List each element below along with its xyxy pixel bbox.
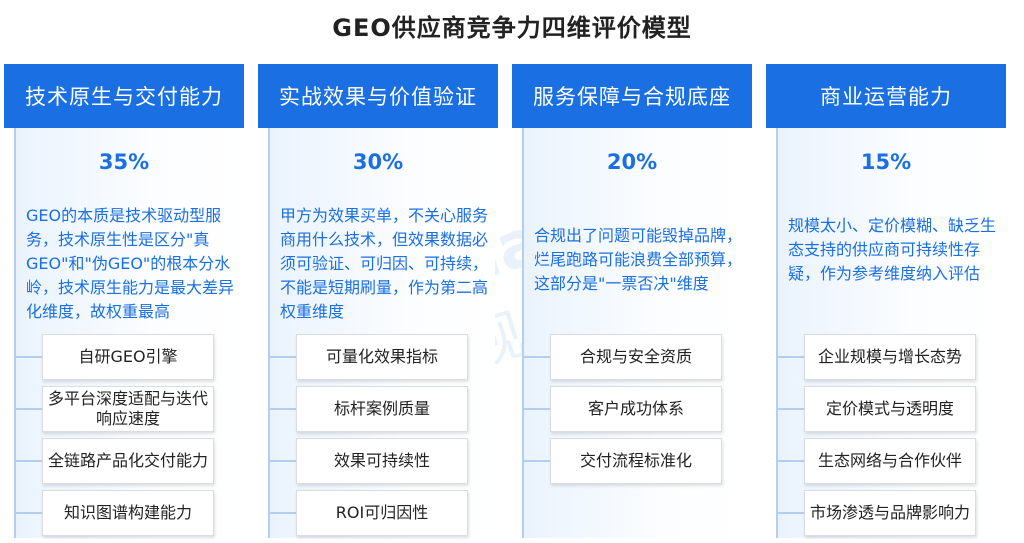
connector-line <box>778 460 804 462</box>
column-description: 合规出了问题可能毁掉品牌，烂尾跑路可能浪费全部预算，这部分是"一票否决"维度 <box>534 226 743 293</box>
sub-item: 可量化效果指标 <box>296 334 468 380</box>
sub-item: 合规与安全资质 <box>550 334 722 380</box>
sub-item: 交付流程标准化 <box>550 438 722 484</box>
connector-line <box>270 408 296 410</box>
connector-line <box>778 356 804 358</box>
sub-item: 企业规模与增长态势 <box>804 334 976 380</box>
sub-item: 效果可持续性 <box>296 438 468 484</box>
column-description: 规模太小、定价模糊、缺乏生态支持的供应商可持续性存疑，作为参考维度纳入评估 <box>788 216 997 283</box>
connector-line <box>16 460 42 462</box>
column-header: 商业运营能力 <box>766 64 1006 128</box>
weight-value: 20% <box>606 150 658 174</box>
connector-line <box>16 356 42 358</box>
column-description: 甲方为效果买单，不关心服务商用什么技术，但效果数据必须可验证、可归因、可持续，不… <box>280 206 489 321</box>
sub-item: 多平台深度适配与迭代响应速度 <box>42 386 214 432</box>
column-description: GEO的本质是技术驱动型服务，技术原生性是区分"真GEO"和"伪GEO"的根本分… <box>26 206 235 321</box>
column-header: 技术原生与交付能力 <box>4 64 244 128</box>
sub-item: 市场渗透与品牌影响力 <box>804 490 976 536</box>
connector-line <box>524 460 550 462</box>
weight-value: 15% <box>860 150 912 174</box>
sub-item: 定价模式与透明度 <box>804 386 976 432</box>
sub-item: 客户成功体系 <box>550 386 722 432</box>
connector-line <box>778 408 804 410</box>
sub-item: 生态网络与合作伙伴 <box>804 438 976 484</box>
column-business: 商业运营能力 15% 规模太小、定价模糊、缺乏生态支持的供应商可持续性存疑，作为… <box>766 64 1006 543</box>
page-title: GEO供应商竞争力四维评价模型 <box>332 14 692 42</box>
connector-line <box>270 356 296 358</box>
column-header: 服务保障与合规底座 <box>512 64 752 128</box>
column-header: 实战效果与价值验证 <box>258 64 498 128</box>
sub-item: ROI可归因性 <box>296 490 468 536</box>
sub-item: 标杆案例质量 <box>296 386 468 432</box>
connector-line <box>778 512 804 514</box>
connector-line <box>270 512 296 514</box>
weight-value: 35% <box>98 150 150 174</box>
connector-line <box>524 408 550 410</box>
connector-line <box>270 460 296 462</box>
column-tech: 技术原生与交付能力 35% GEO的本质是技术驱动型服务，技术原生性是区分"真G… <box>4 64 244 543</box>
sub-item: 全链路产品化交付能力 <box>42 438 214 484</box>
column-effect: 实战效果与价值验证 30% 甲方为效果买单，不关心服务商用什么技术，但效果数据必… <box>258 64 498 543</box>
column-compliance: 服务保障与合规底座 20% 合规出了问题可能毁掉品牌，烂尾跑路可能浪费全部预算，… <box>512 64 752 543</box>
weight-value: 30% <box>352 150 404 174</box>
connector-line <box>16 512 42 514</box>
sub-item: 自研GEO引擎 <box>42 334 214 380</box>
connector-line <box>16 408 42 410</box>
sub-item: 知识图谱构建能力 <box>42 490 214 536</box>
connector-line <box>524 356 550 358</box>
